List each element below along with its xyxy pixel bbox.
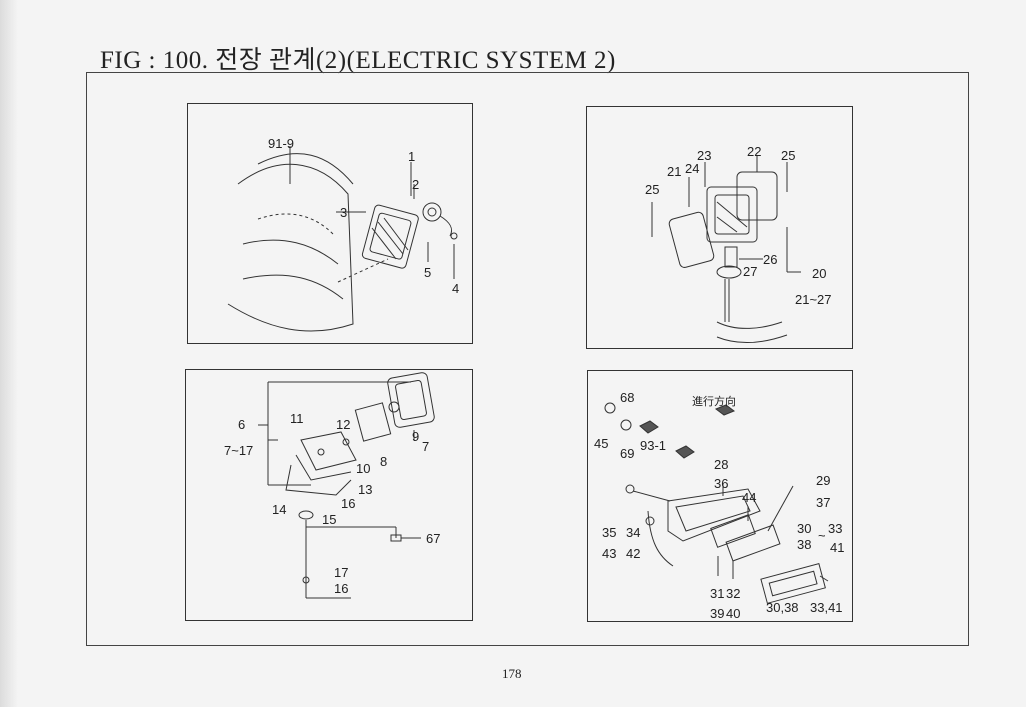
callout-36: 36 (714, 476, 729, 491)
callout-30: 30 (797, 521, 812, 536)
headlight-drawing (227, 146, 458, 332)
callout-33: 33 (828, 521, 843, 536)
callout-14: 14 (272, 502, 287, 517)
callout-69: 69 (620, 446, 635, 461)
callout-3: 3 (340, 205, 348, 220)
callout-21: 21 (667, 164, 682, 179)
callout-24: 24 (685, 161, 700, 176)
callout-16-lower: 16 (334, 581, 349, 596)
callout-16-upper: 16 (341, 496, 356, 511)
panel-turn-signal: 68 進行方向 45 93-1 69 28 36 44 29 37 35 34 … (587, 370, 853, 622)
callout-9: 9 (412, 429, 420, 444)
callout-13: 13 (358, 482, 373, 497)
scan-edge (0, 0, 18, 707)
callout-32: 32 (726, 586, 741, 601)
callout-67: 67 (426, 531, 441, 546)
callout-68: 68 (620, 390, 635, 405)
callout-37: 37 (816, 495, 831, 510)
callout-17: 17 (334, 565, 349, 580)
callout-33-41: 33,41 (810, 600, 843, 615)
panel-work-lamp: 23 22 25 21 24 25 26 27 20 21~27 (586, 106, 853, 349)
callout-26: 26 (763, 252, 778, 267)
callout-29: 29 (816, 473, 831, 488)
callout-7-17: 7~17 (224, 443, 254, 458)
callout-15: 15 (322, 512, 337, 527)
rear-lamp-drawing (258, 372, 435, 599)
callout-28: 28 (714, 457, 729, 472)
callout-93-1: 93-1 (640, 438, 667, 453)
callout-38: 38 (797, 537, 812, 552)
callout-4: 4 (452, 281, 460, 296)
callout-20: 20 (812, 266, 827, 281)
callout-2: 2 (412, 177, 420, 192)
callout-44: 44 (742, 490, 757, 505)
figure-frame (86, 72, 969, 646)
callout-10: 10 (356, 461, 371, 476)
callout-22: 22 (747, 144, 762, 159)
direction-of-travel-label: 進行方向 (692, 396, 736, 408)
callout-39: 39 (710, 606, 725, 621)
turn-signal-drawing (604, 402, 829, 604)
page-number: 178 (502, 666, 522, 681)
range-tilde: ~ (818, 528, 826, 543)
callout-5: 5 (424, 265, 432, 280)
callout-12: 12 (336, 417, 351, 432)
callout-45: 45 (594, 436, 609, 451)
callout-34: 34 (626, 525, 641, 540)
callout-6: 6 (238, 417, 246, 432)
callout-40: 40 (726, 606, 741, 621)
callout-31: 31 (710, 586, 725, 601)
panel-headlight: 91-9 1 2 3 5 4 (187, 103, 473, 344)
callout-91-9: 91-9 (268, 136, 295, 151)
callout-35: 35 (602, 525, 617, 540)
panel-rear-lamp: 6 7~17 11 12 9 7 8 10 13 16 14 15 67 17 … (185, 369, 473, 621)
work-lamp-drawing (651, 155, 801, 344)
callout-23: 23 (697, 148, 712, 163)
callout-42: 42 (626, 546, 641, 561)
figure-title: FIG : 100. 전장 관계(2)(ELECTRIC SYSTEM 2) (100, 47, 616, 74)
callout-21-27: 21~27 (795, 292, 832, 307)
callout-7: 7 (422, 439, 430, 454)
callout-30-38: 30,38 (766, 600, 799, 615)
callout-8: 8 (380, 454, 388, 469)
callout-1: 1 (408, 149, 416, 164)
callout-43: 43 (602, 546, 617, 561)
callout-25-left: 25 (645, 182, 660, 197)
callout-25-top: 25 (781, 148, 796, 163)
callout-27: 27 (743, 264, 758, 279)
callout-41: 41 (830, 540, 845, 555)
callout-11: 11 (290, 411, 304, 426)
